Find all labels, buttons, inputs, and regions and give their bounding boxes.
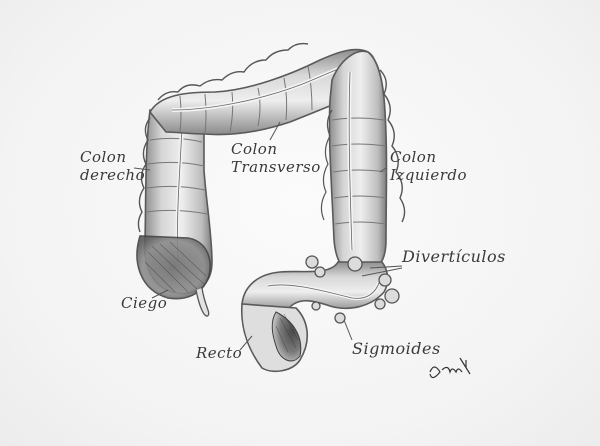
signature-scribble: [429, 357, 471, 379]
pointer-lines: [133, 121, 403, 351]
rectum: [240, 303, 308, 373]
label-diverticulos: Divertículos: [402, 247, 506, 266]
label-colon-derecho: Colon derecho: [80, 148, 145, 184]
label-colon-derecho-line1: Colon: [80, 148, 127, 166]
diverticula: [305, 255, 400, 324]
label-colon-transverso-line1: Colon: [231, 140, 278, 158]
label-colon-derecho-line2: derecho: [80, 166, 146, 184]
cecum: [136, 235, 211, 317]
sigmoid-colon: [241, 261, 389, 313]
label-colon-transverso: Colon Transverso: [231, 140, 321, 176]
label-colon-izquierdo: Colon Izquierdo: [390, 148, 467, 184]
label-colon-izquierdo-line1: Colon: [390, 148, 437, 166]
label-colon-transverso-line2: Transverso: [231, 158, 321, 176]
descending-colon: [320, 50, 406, 273]
label-colon-izquierdo-line2: Izquierdo: [390, 166, 468, 184]
label-ciego: Ciego: [121, 294, 168, 312]
label-recto: Recto: [196, 344, 243, 362]
label-sigmoides: Sigmoides: [352, 339, 441, 358]
